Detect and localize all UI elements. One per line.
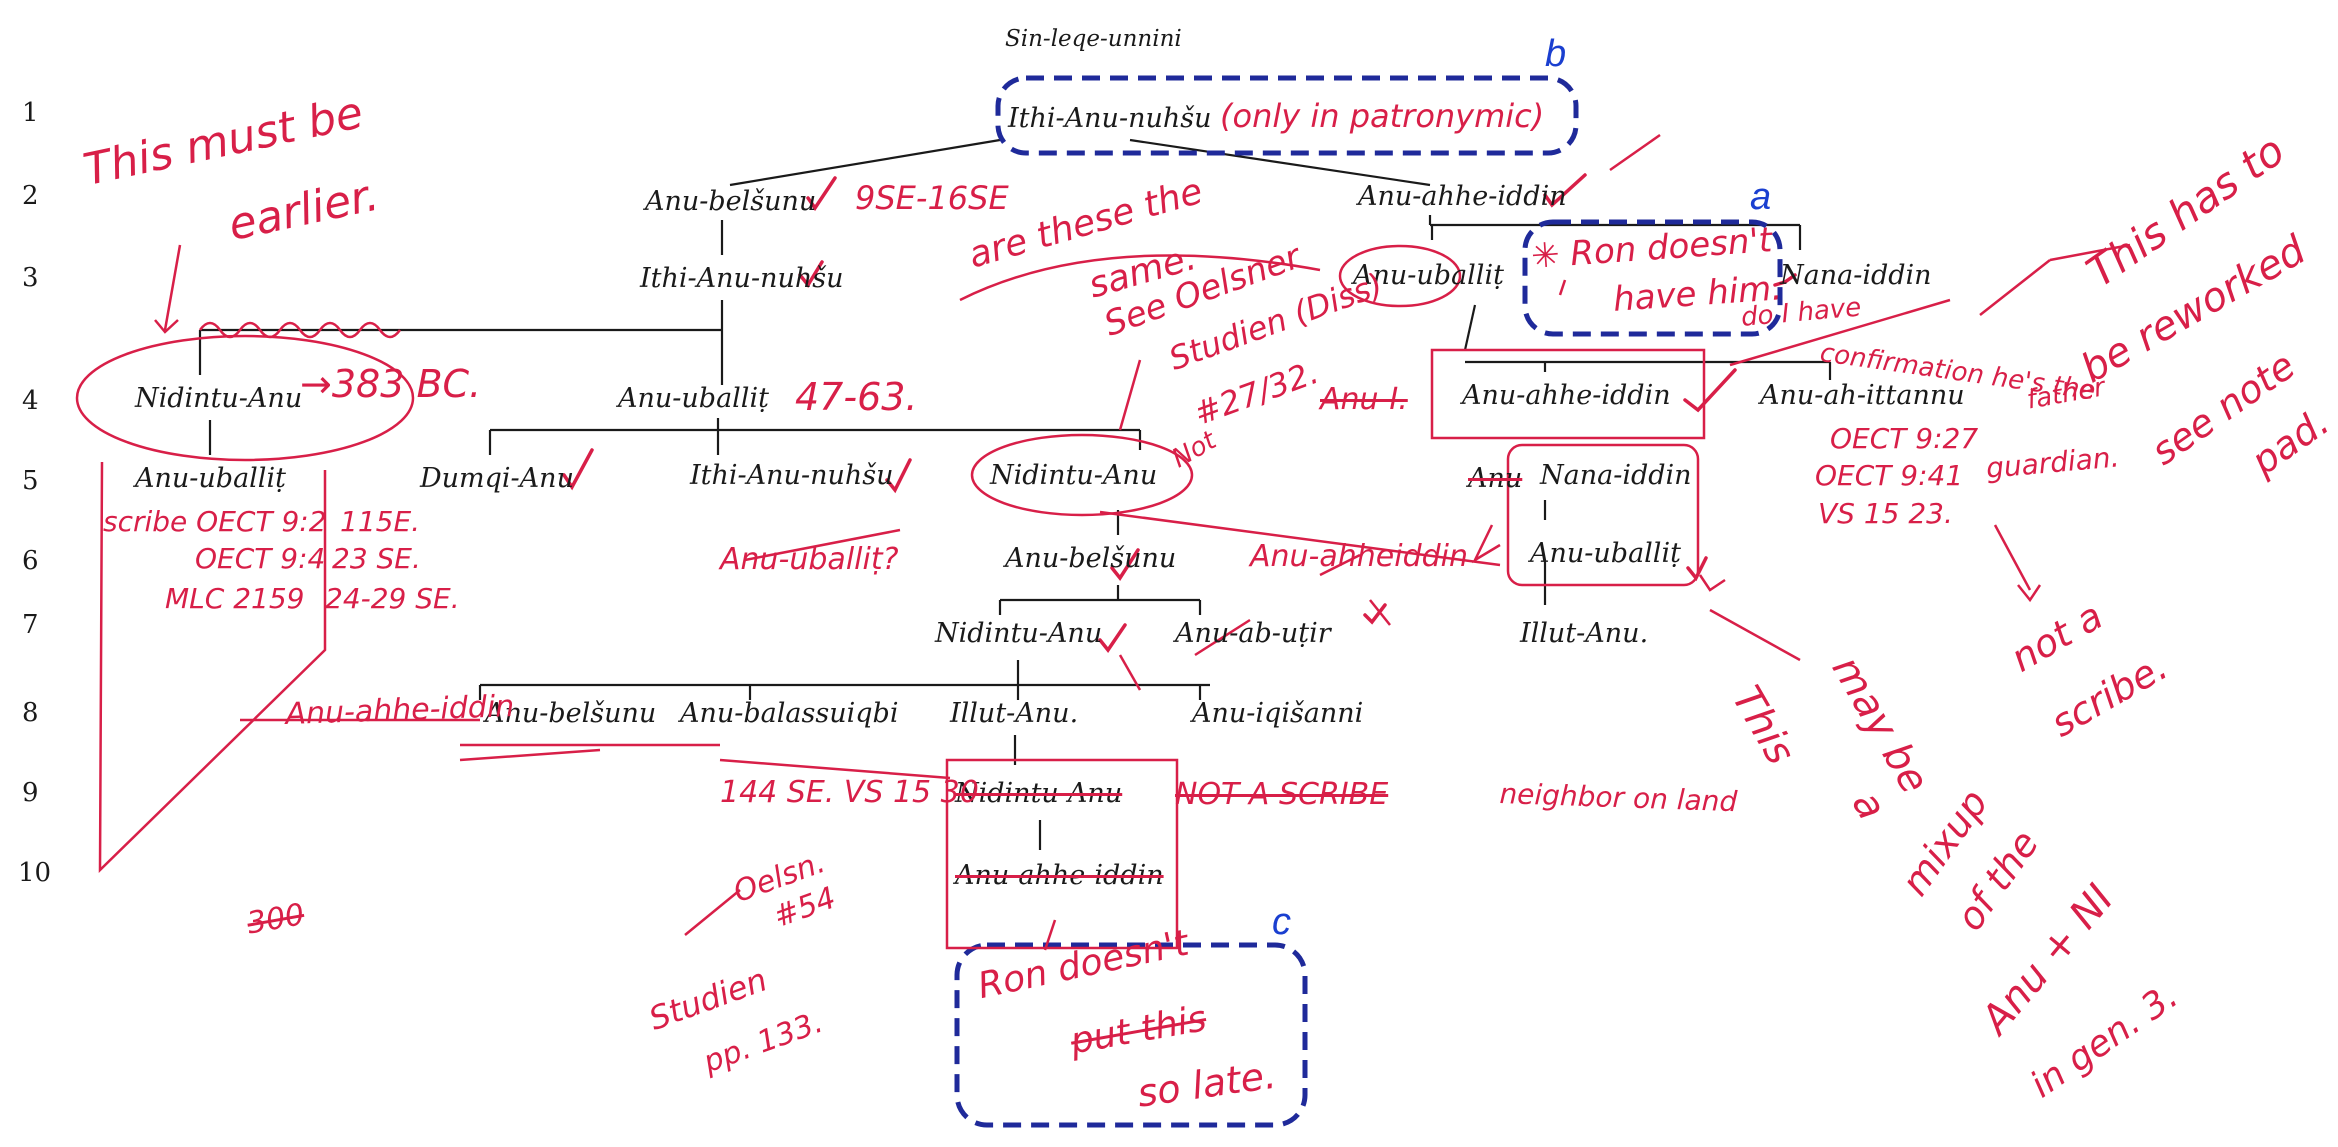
box-a <box>1522 219 1783 337</box>
gen-number-7: 7 <box>22 610 39 640</box>
gen-number-8: 8 <box>22 698 39 728</box>
name-ithi-anu-nuhsu-g3: Ithi-Anu-nuhšu <box>640 263 844 294</box>
note-not-a-scribe-row9: NOT A SCRIBE <box>1175 777 1389 812</box>
name-anu-belsunu-g8: Anu-belšunu <box>485 698 657 729</box>
note-se-144-vs15: 144 SE. VS 15 30 <box>720 775 979 810</box>
name-illut-anu-g8: Illut-Anu. <box>950 698 1079 729</box>
name-sin-leqe-unnini: Sin-leqe-unnini <box>1005 26 1182 52</box>
note-anu-i: Anu-I. <box>1320 382 1408 417</box>
name-ithi-anu-nuhsu-g5: Ithi-Anu-nuhšu <box>690 460 894 491</box>
name-anu-belsunu-g2: Anu-belšunu <box>645 186 817 217</box>
name-anu-uballit-g4: Anu-uballiṭ <box>618 383 769 414</box>
name-anu-g5-struck: Anu <box>1468 463 1523 494</box>
gen-number-1: 1 <box>22 98 39 128</box>
label-c: c <box>1272 901 1291 943</box>
name-nidintu-anu-g5: Nidintu-Anu <box>990 460 1158 491</box>
name-nidintu-anu-g7: Nidintu-Anu <box>935 618 1103 649</box>
note-dates-g4: 47-63. <box>795 375 918 419</box>
box-nana-iddin-anu-uballit <box>1506 443 1700 587</box>
label-a: a <box>1750 176 1772 218</box>
name-dumqi-anu-g5: Dumqi-Anu <box>420 463 574 494</box>
circle-anu-uballit-g3 <box>1338 244 1462 308</box>
gen-number-10: 10 <box>18 858 52 888</box>
note-scribe-oect-92: scribe OECT 9:2 <box>103 505 327 538</box>
note-anu-ahhe-iddin-red-g8: Anu-ahhe-iddin <box>284 689 515 732</box>
bracket-left <box>98 461 327 873</box>
blue-dashed-boxes <box>954 75 1783 1128</box>
red-checks <box>562 173 1797 653</box>
name-nana-iddin-g3: Nana-iddin <box>1780 260 1932 291</box>
name-anu-ahhe-iddin-g10: Anu-ahhe-iddin <box>955 860 1164 891</box>
name-nana-iddin-g5: Nana-iddin <box>1540 460 1692 491</box>
note-vs-1523: VS 15 23. <box>1818 497 1953 530</box>
note-only-in-patronymic: (only in patronymic) <box>1220 97 1545 135</box>
gen-number-2: 2 <box>22 181 39 211</box>
name-anu-balassuiqbi-g8: Anu-balassuiqbi <box>680 698 899 729</box>
note-oect-94: OECT 9:4 <box>195 542 326 575</box>
gen-number-5: 5 <box>22 466 39 496</box>
box-strikes-g9-g10 <box>945 758 1179 950</box>
label-b: b <box>1545 33 1567 75</box>
note-se-23: 23 SE. <box>332 542 421 575</box>
name-ithi-anu-nuhsu-g1: Ithi-Anu-nuhšu <box>1008 103 1212 134</box>
gen-number-3: 3 <box>22 263 39 293</box>
name-anu-uballit-g5: Anu-uballiṭ <box>135 463 286 494</box>
name-anu-ahhe-iddin-g4: Anu-ahhe-iddin <box>1462 380 1671 411</box>
note-anu-uballit-red: Anu-uballiṭ? <box>720 542 899 577</box>
note-anu-ahheiddin-red: Anu-ahheiddin <box>1250 539 1469 574</box>
note-dates-g2: 9SE-16SE <box>855 179 1009 217</box>
name-illut-anu-g7: Illut-Anu. <box>1520 618 1649 649</box>
red-annotation-shapes <box>75 133 2131 951</box>
box-anu-ahhe-iddin-g4 <box>1430 348 1706 440</box>
wavy-line <box>198 321 402 339</box>
name-anu-uballit-g3: Anu-uballiṭ <box>1353 260 1504 291</box>
note-oect-941: OECT 9:41 <box>1815 459 1964 492</box>
name-anu-iqisanni-g8: Anu-iqišanni <box>1192 698 1364 729</box>
gen-number-4: 4 <box>22 386 39 416</box>
box-b <box>995 75 1579 156</box>
name-nidintu-anu-g9: Nidintu-Anu <box>955 778 1123 809</box>
gen-number-9: 9 <box>22 778 39 808</box>
circle-nidintu-anu-g4 <box>75 334 415 462</box>
name-anu-ah-ittannu-g4: Anu-ah-ittannu <box>1760 380 1965 411</box>
gen-number-6: 6 <box>22 546 39 576</box>
name-anu-ab-utir-g7: Anu-ab-uṭir <box>1175 618 1331 649</box>
name-anu-ahhe-iddin-g2: Anu-ahhe-iddin <box>1358 181 1567 212</box>
name-anu-uballit-g6: Anu-uballiṭ <box>1530 538 1681 569</box>
note-se-2429: 24-29 SE. <box>325 582 460 615</box>
circle-nidintu-anu-g5 <box>970 433 1194 517</box>
note-se-115: 115E. <box>340 505 421 538</box>
note-mlc-2159: MLC 2159 <box>165 582 305 615</box>
note-383-bc: →383 BC. <box>300 362 482 406</box>
note-oect-927: OECT 9:27 <box>1830 422 1979 455</box>
box-c <box>954 942 1308 1128</box>
name-anu-belsunu-g6: Anu-belšunu <box>1005 543 1177 574</box>
note-neighbor-on-land: neighbor on land <box>1498 777 1738 819</box>
name-nidintu-anu-g4: Nidintu-Anu <box>135 383 303 414</box>
